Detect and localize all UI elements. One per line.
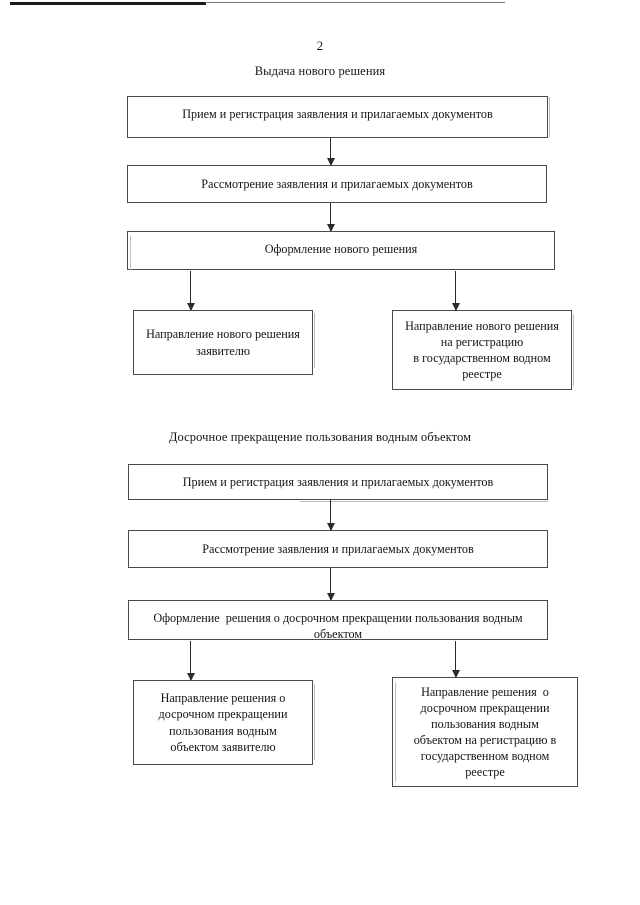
ghost-edge-bottom-1 [300, 501, 548, 502]
section-title-issuance: Выдача нового решения [254, 64, 386, 78]
arrow-s2-intake-to-review [326, 500, 335, 531]
flow-node-s2-intake: Прием и регистрация заявления и прилагае… [128, 464, 548, 500]
flow-node-s2-send-applicant: Направление решения о досрочном прекраще… [133, 680, 313, 765]
arrow-s2-draft-to-applicant [186, 641, 195, 681]
arrow-s2-draft-to-registry [451, 641, 460, 678]
scan-artifact-bar [10, 2, 206, 5]
flow-node-s1-send-applicant: Направление нового решения заявителю [133, 310, 313, 375]
ghost-edge-left-1 [130, 236, 131, 270]
ghost-edge-right-4 [314, 684, 315, 760]
page-number: 2 [316, 38, 324, 53]
flow-node-s2-send-registry: Направление решения о досрочном прекраще… [392, 677, 578, 787]
arrow-s1-review-to-draft [326, 203, 335, 232]
scan-artifact-line [205, 2, 505, 3]
ghost-edge-right-1 [549, 97, 550, 137]
flow-node-s1-intake: Прием и регистрация заявления и прилагае… [127, 96, 548, 138]
flow-node-s1-review: Рассмотрение заявления и прилагаемых док… [127, 165, 547, 203]
ghost-edge-left-2 [395, 682, 396, 782]
ghost-edge-right-3 [573, 314, 574, 386]
flow-node-s1-send-registry: Направление нового решения на регистраци… [392, 310, 572, 390]
flow-node-s2-review: Рассмотрение заявления и прилагаемых док… [128, 530, 548, 568]
arrow-s1-intake-to-review [326, 138, 335, 166]
flow-node-s2-draft: Оформление решения о досрочном прекращен… [128, 600, 548, 641]
section-title-termination: Досрочное прекращение пользования водным… [168, 430, 472, 444]
flow-node-s1-draft: Оформление нового решения [127, 231, 555, 270]
arrow-s2-review-to-draft [326, 568, 335, 601]
arrow-s1-draft-to-applicant [186, 271, 195, 311]
ghost-edge-right-2 [314, 313, 315, 368]
arrow-s1-draft-to-registry [451, 271, 460, 311]
